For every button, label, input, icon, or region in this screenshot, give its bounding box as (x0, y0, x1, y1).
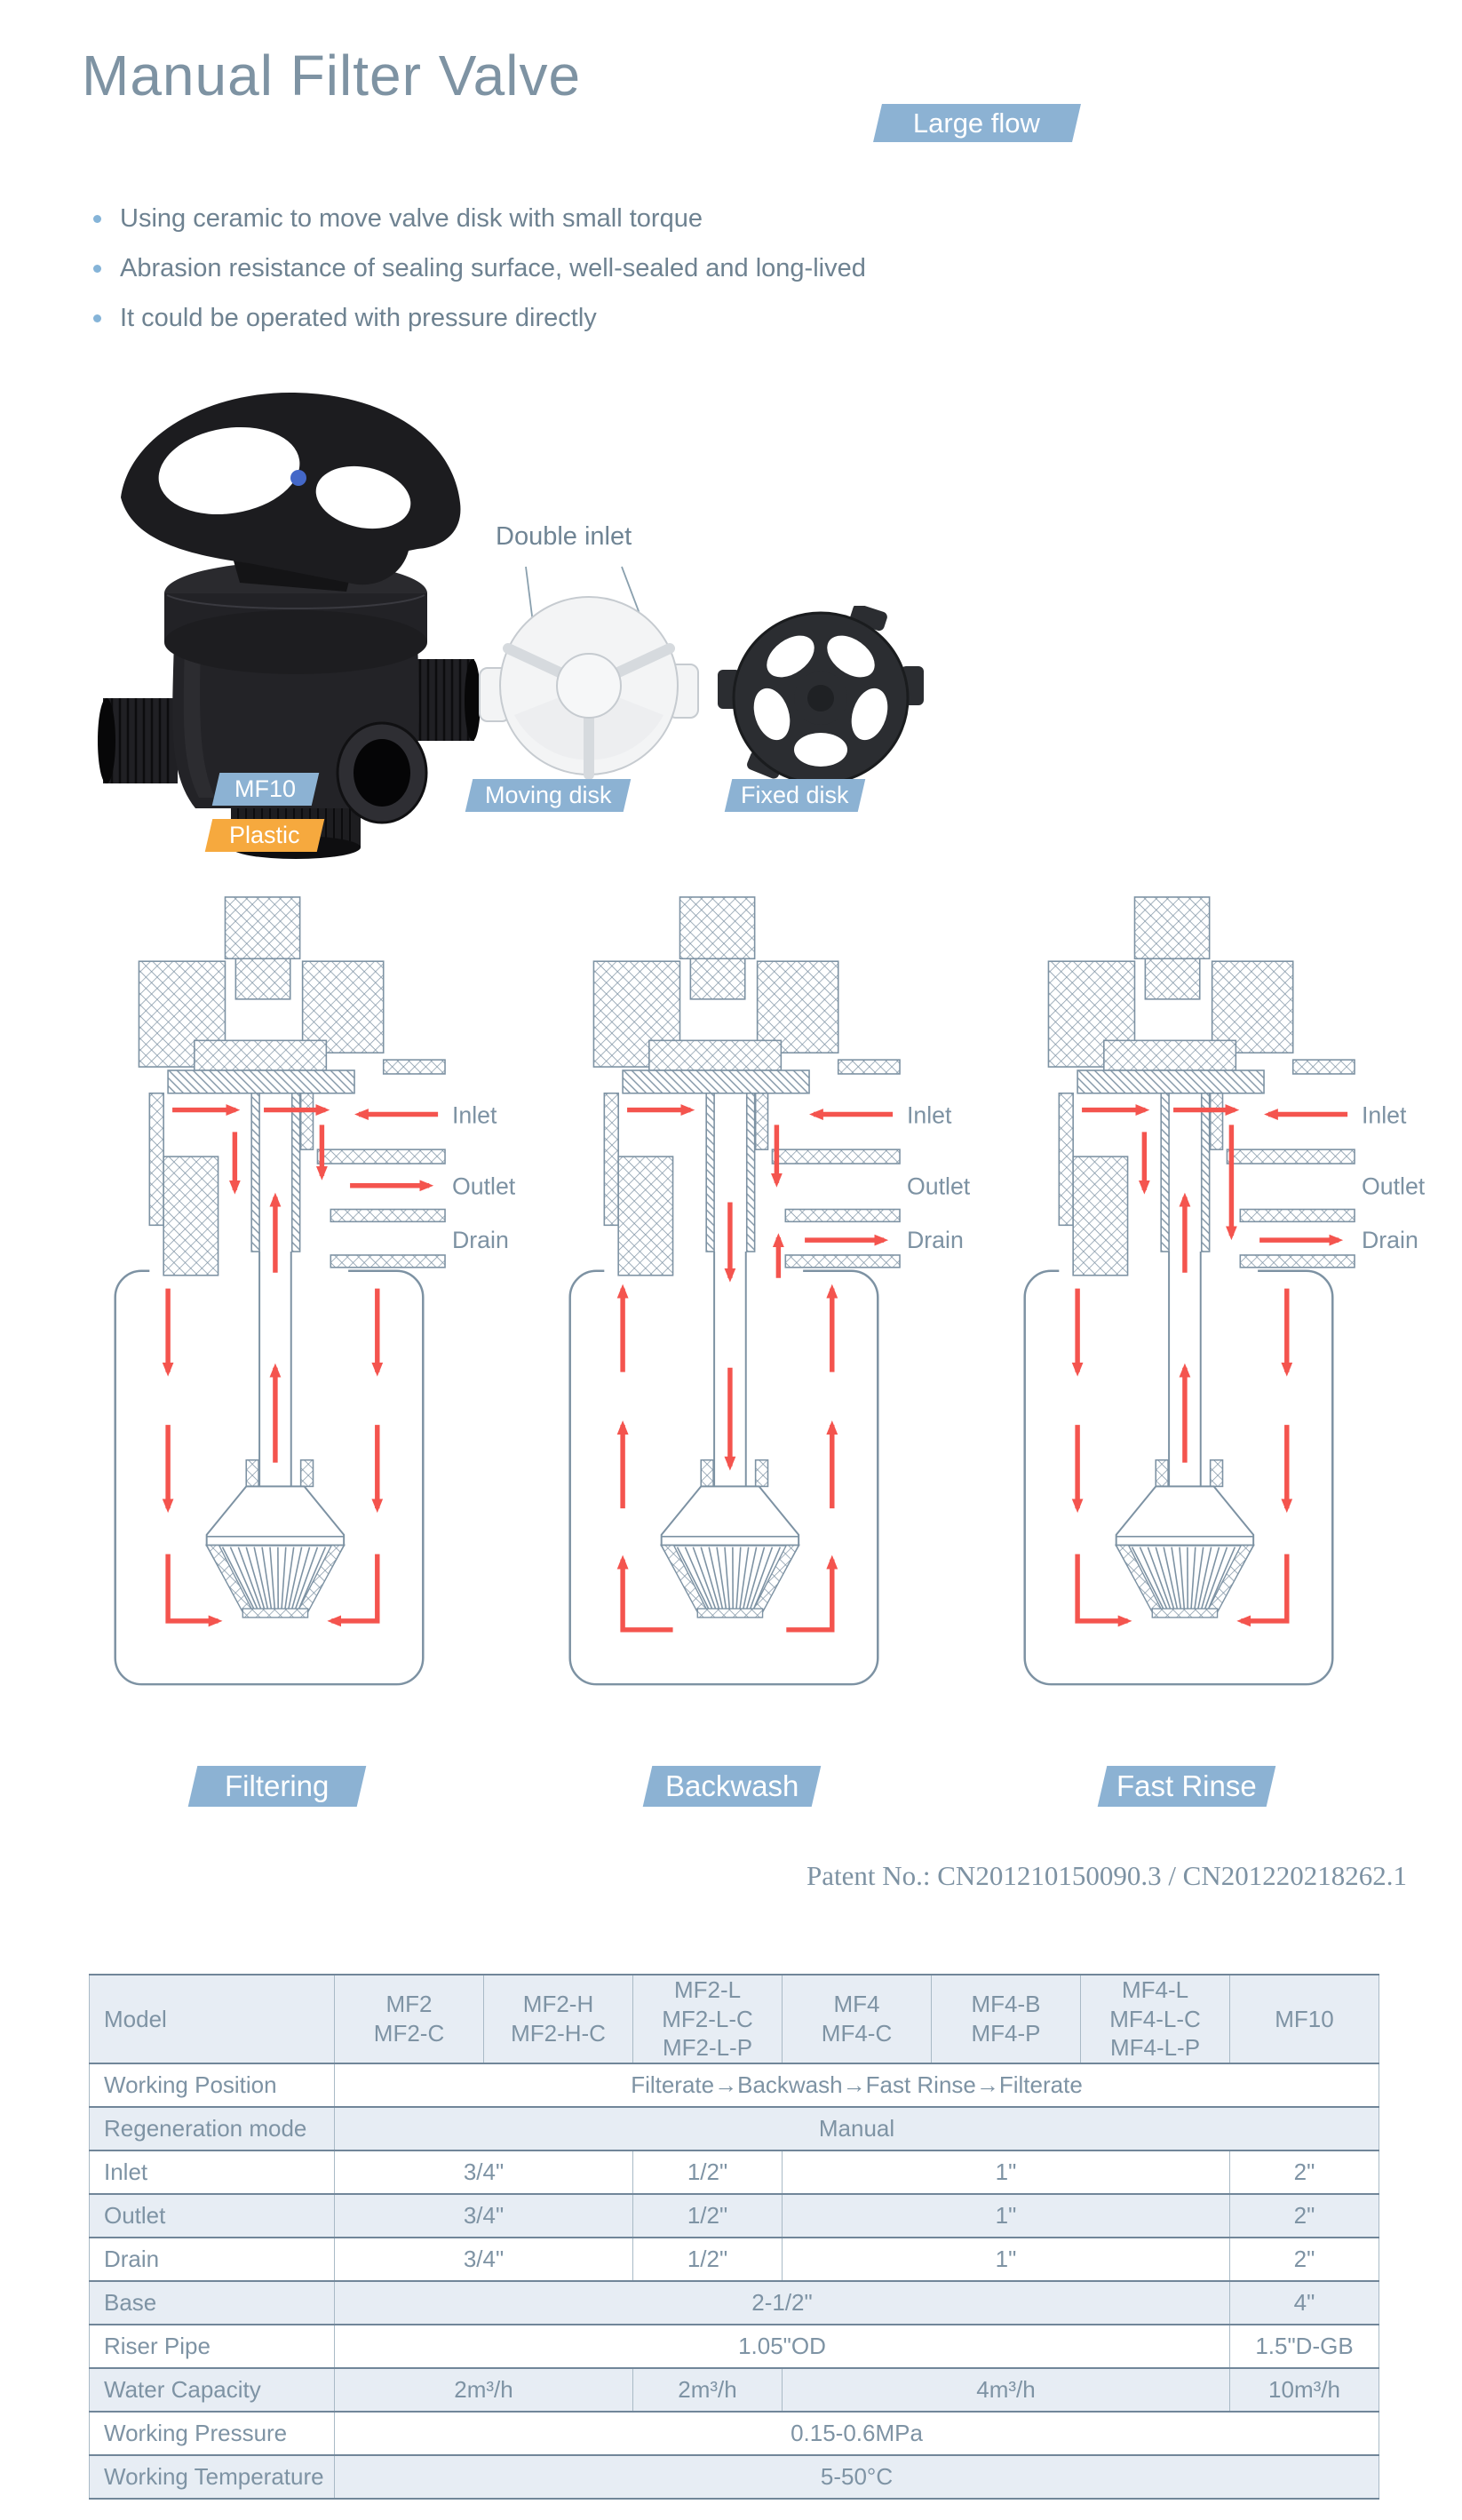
value-cell: 2" (1229, 2236, 1379, 2281)
value-cell: 3/4" (334, 2236, 633, 2281)
value-cell: 3/4" (334, 2192, 633, 2238)
row-label: Drain (89, 2236, 335, 2281)
diagram-fast-rinse: Inlet Outlet Drain Fast Rinse (994, 893, 1451, 1852)
value-cell: 2-1/2" (334, 2279, 1230, 2325)
diagram-badge: Fast Rinse (1097, 1766, 1276, 1807)
material-badge: Plastic (204, 819, 325, 852)
row-label: Outlet (89, 2192, 335, 2238)
value-cell: 1.5"D-GB (1229, 2323, 1379, 2368)
value-cell: 1" (782, 2192, 1230, 2238)
feature-item: Using ceramic to move valve disk with sm… (84, 194, 866, 243)
valve-cap (164, 561, 427, 674)
row-label: Regeneration mode (89, 2105, 335, 2150)
row-label: Water Capacity (89, 2366, 335, 2412)
row-label: Working Pressure (89, 2410, 335, 2455)
value-cell: 1/2" (632, 2192, 783, 2238)
moving-disk-badge: Moving disk (465, 779, 632, 812)
outlet-label: Outlet (452, 1173, 516, 1200)
model-cell: MF10 (1229, 1974, 1379, 2063)
value-cell: Filterate→Backwash→Fast Rinse→Filterate (334, 2062, 1379, 2107)
outlet-label: Outlet (907, 1173, 971, 1200)
drain-label: Drain (1362, 1227, 1418, 1253)
large-flow-badge: Large flow (873, 104, 1081, 142)
value-cell: 2m³/h (334, 2366, 633, 2412)
value-cell: 2m³/h (632, 2366, 783, 2412)
valve-cross-section: Inlet Outlet Drain (1023, 896, 1426, 1686)
valve-cross-section: Inlet Outlet Drain (568, 896, 971, 1686)
value-cell: 1/2" (632, 2236, 783, 2281)
valve-left-port (98, 698, 178, 783)
value-cell: 2" (1229, 2192, 1379, 2238)
diagram-backwash: Inlet Outlet Drain Backwash (539, 893, 997, 1852)
model-badge: MF10 (211, 773, 320, 806)
value-cell: 10m³/h (1229, 2366, 1379, 2412)
large-flow-label: Large flow (913, 107, 1041, 139)
row-label: Base (89, 2279, 335, 2325)
drain-label: Drain (907, 1227, 964, 1253)
inlet-label: Inlet (907, 1101, 952, 1128)
moving-disk-image (479, 596, 699, 780)
value-cell: 1/2" (632, 2149, 783, 2194)
feature-list: Using ceramic to move valve disk with sm… (84, 194, 866, 343)
row-label: Riser Pipe (89, 2323, 335, 2368)
feature-item: It could be operated with pressure direc… (84, 293, 866, 343)
value-cell: 1.05"OD (334, 2323, 1230, 2368)
fixed-disk-badge: Fixed disk (724, 779, 866, 812)
valve-handle (121, 392, 461, 592)
value-cell: 3/4" (334, 2149, 633, 2194)
outlet-label: Outlet (1362, 1173, 1426, 1200)
diagram-filtering: Inlet Outlet Drain Filtering (84, 893, 542, 1852)
row-label: Inlet (89, 2149, 335, 2194)
row-label: Working Position (89, 2062, 335, 2107)
inlet-label: Inlet (452, 1101, 497, 1128)
diagram-badge: Filtering (187, 1766, 367, 1807)
drain-label: Drain (452, 1227, 509, 1253)
value-cell: 4m³/h (782, 2366, 1230, 2412)
value-cell: 0.15-0.6MPa (334, 2410, 1379, 2455)
value-cell: Manual (334, 2105, 1379, 2150)
diagram-badge: Backwash (642, 1766, 822, 1807)
value-cell: 4" (1229, 2279, 1379, 2325)
valve-cross-section: Inlet Outlet Drain (114, 896, 516, 1686)
fixed-disk-image (718, 606, 924, 785)
double-inlet-callout: Double inlet (496, 522, 632, 551)
value-cell: 1" (782, 2236, 1230, 2281)
patent-number: Patent No.: CN201210150090.3 / CN2012202… (806, 1860, 1407, 1891)
header-label: Model (89, 1974, 335, 2063)
valve-front-port (336, 721, 428, 824)
value-cell: 5-50°C (334, 2453, 1379, 2500)
value-cell: 1" (782, 2149, 1230, 2194)
valve-product-image (98, 392, 481, 859)
row-label: Working Temperature (89, 2453, 335, 2500)
page-title: Manual Filter Valve (82, 44, 582, 107)
inlet-label: Inlet (1362, 1101, 1407, 1128)
handle-blue-dot (290, 470, 306, 486)
value-cell: 2" (1229, 2149, 1379, 2194)
feature-item: Abrasion resistance of sealing surface, … (84, 243, 866, 293)
